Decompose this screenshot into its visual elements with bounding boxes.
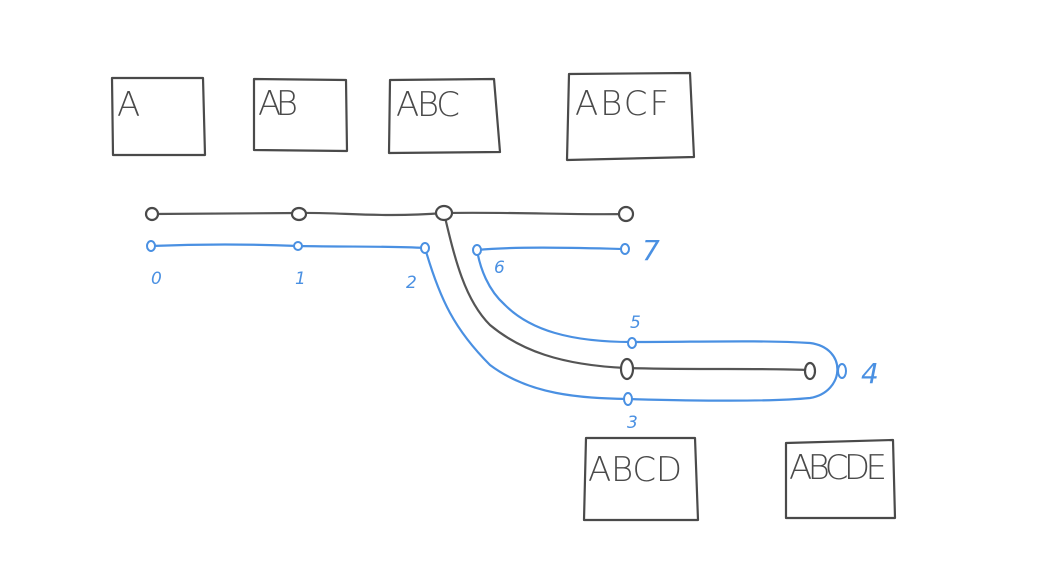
- blue-node-5: [627, 337, 637, 349]
- blue-node-6: [472, 244, 482, 256]
- blue-node-3: [623, 392, 633, 406]
- blue-node-4: [837, 363, 847, 379]
- gray-node-abc: [434, 204, 454, 222]
- index-label-1: 1: [295, 269, 306, 289]
- gray-node-abcf: [617, 205, 635, 223]
- index-label-5: 5: [630, 313, 641, 333]
- gray-node-abcd: [619, 357, 635, 381]
- gray-node-ab: [290, 206, 308, 222]
- box-abcd-label: ABCD: [588, 450, 682, 490]
- box-abcf: ABCF: [565, 71, 696, 162]
- box-abc: ABC: [387, 77, 502, 155]
- blue-node-0: [146, 240, 156, 252]
- box-ab: AB: [252, 77, 349, 153]
- box-ab-label: AB: [258, 84, 298, 124]
- blue-path-0-2: [149, 243, 427, 250]
- box-abcd: ABCD: [582, 436, 700, 522]
- gray-node-a: [144, 206, 160, 222]
- blue-path-6-7: [475, 246, 627, 252]
- box-abc-label: ABC: [396, 85, 460, 125]
- box-a: A: [110, 76, 207, 157]
- gray-node-abcde: [803, 361, 817, 381]
- blue-node-2: [420, 242, 430, 254]
- index-label-2: 2: [406, 273, 417, 293]
- index-labels: 0 1 2 3 4 5 6 7: [151, 234, 879, 433]
- index-label-4: 4: [861, 357, 879, 390]
- box-abcde: ABCDE: [784, 438, 897, 520]
- blue-node-1: [293, 241, 303, 251]
- box-abcf-label: ABCF: [575, 84, 669, 124]
- index-label-7: 7: [642, 234, 660, 267]
- gray-branch-line: [442, 211, 812, 372]
- box-a-label: A: [117, 85, 140, 125]
- index-label-0: 0: [151, 269, 162, 289]
- blue-path-2-3-4-5-6: [423, 246, 839, 402]
- blue-nodes: [146, 240, 847, 406]
- gray-tree: [150, 211, 812, 372]
- index-label-3: 3: [627, 413, 638, 433]
- gray-main-line: [150, 211, 628, 217]
- index-label-6: 6: [494, 258, 505, 278]
- gray-nodes: [144, 204, 817, 381]
- box-abcde-label: ABCDE: [789, 448, 887, 488]
- blue-node-7: [620, 243, 630, 255]
